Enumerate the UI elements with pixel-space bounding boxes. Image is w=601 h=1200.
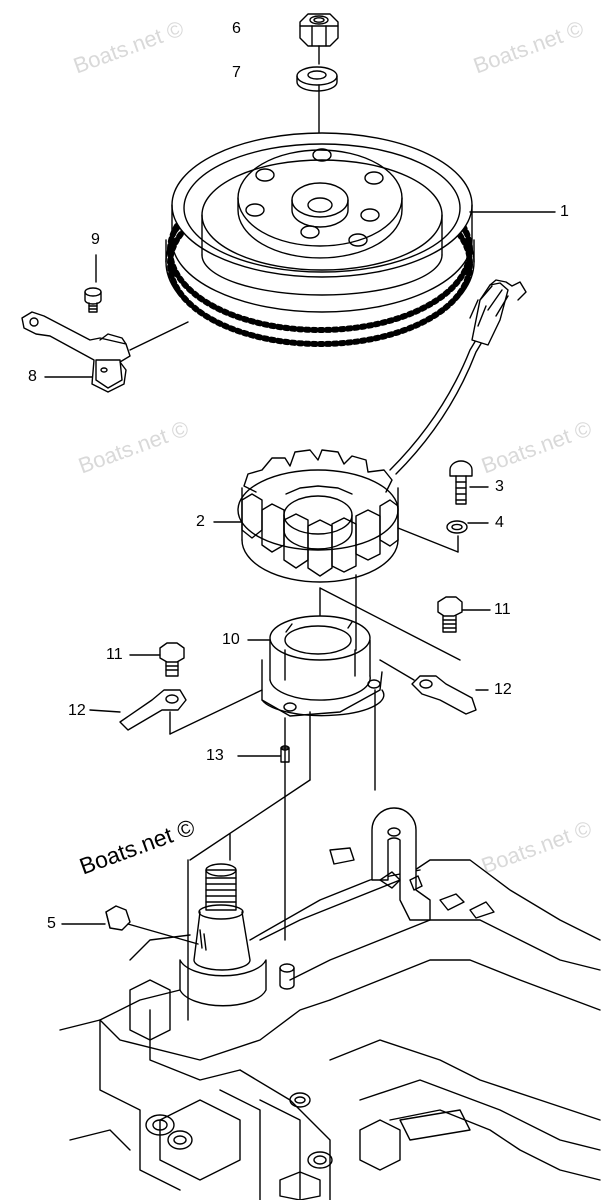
pulser-coil-part-8 <box>21 311 131 393</box>
screw-part-3 <box>449 460 473 505</box>
callout-11-left: 11 <box>106 646 123 663</box>
callout-11-right: 11 <box>494 601 511 618</box>
callout-9: 9 <box>91 231 100 248</box>
callout-4: 4 <box>495 514 504 531</box>
flywheel-part-1 <box>165 132 475 347</box>
lockwasher-part-4 <box>446 520 468 534</box>
ground-lead-part-12-left <box>119 689 187 731</box>
callout-7: 7 <box>232 64 241 81</box>
stator-base-part-10 <box>261 615 385 717</box>
callout-3: 3 <box>495 478 504 495</box>
woodruff-key-part-5 <box>105 905 131 931</box>
stator-part-2 <box>237 449 399 583</box>
callout-10: 10 <box>222 631 240 648</box>
callout-12-left: 12 <box>68 702 86 719</box>
callout-8: 8 <box>28 368 37 385</box>
stator-lead-wire <box>389 279 527 475</box>
callout-6: 6 <box>232 20 241 37</box>
bolt-part-11-right <box>437 596 463 633</box>
crankcase-powerhead <box>59 807 601 1200</box>
callout-2: 2 <box>196 513 205 530</box>
bolt-part-9 <box>84 287 102 313</box>
bolt-part-11-left <box>159 642 185 677</box>
ground-lead-part-12-right <box>411 675 477 715</box>
callout-1: 1 <box>560 203 569 220</box>
nut-part-6 <box>299 13 339 47</box>
callout-5: 5 <box>47 915 56 932</box>
callout-12-right: 12 <box>494 681 512 698</box>
washer-part-7 <box>296 66 338 92</box>
callout-13: 13 <box>206 747 224 764</box>
